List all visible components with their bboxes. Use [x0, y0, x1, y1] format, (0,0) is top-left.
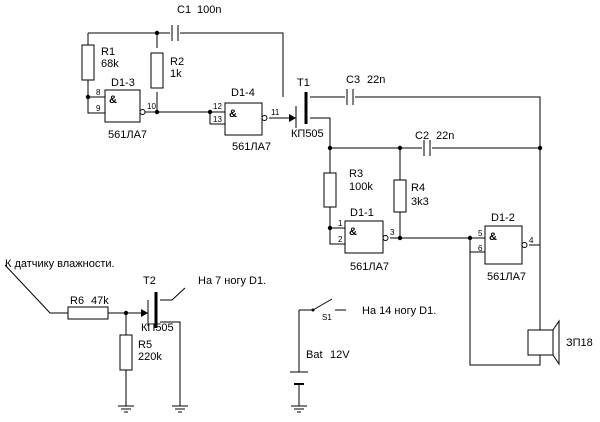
- c1-value: 100n: [197, 4, 221, 16]
- gate-d1-2-part: 561ЛА7: [487, 271, 526, 283]
- gate-d1-4-pin-b: 13: [213, 115, 222, 124]
- gate-d1-1: & 1 2 3 D1-1 561ЛА7: [338, 207, 395, 273]
- sensor-note: К датчику влажности.: [5, 258, 115, 270]
- gate-d1-2: & 5 6 4 D1-2 561ЛА7: [478, 212, 534, 283]
- gate-d1-3-part: 561ЛА7: [108, 129, 147, 141]
- gate-d1-4-pin-out: 11: [271, 108, 280, 117]
- gate-d1-3-pin-a: 8: [96, 88, 101, 97]
- r5-value: 220k: [138, 351, 162, 363]
- switch-s1: S1: [311, 298, 332, 322]
- pin14-note: На 14 ногу D1.: [362, 305, 436, 317]
- gate-d1-1-pin-b: 2: [338, 235, 343, 244]
- gate-d1-3-ref: D1-3: [111, 77, 135, 89]
- r1-ref: R1: [101, 46, 115, 58]
- gate-d1-2-symbol: &: [489, 231, 497, 243]
- capacitor-c1: C1 100n: [171, 4, 221, 41]
- battery-bat: Bat 12V: [290, 349, 350, 385]
- gate-d1-3: & 8 9 10 D1-3 561ЛА7: [96, 77, 156, 141]
- gate-d1-4-pin-a: 12: [213, 102, 222, 111]
- r6-value: 47k: [91, 295, 109, 307]
- r4-ref: R4: [411, 182, 425, 194]
- t2-ref: T2: [143, 275, 156, 287]
- gate-d1-2-pin-a: 5: [478, 229, 483, 238]
- junctions: [85, 30, 543, 316]
- resistor-r3: R3 100k: [323, 168, 373, 208]
- r5-ref: R5: [138, 339, 152, 351]
- gate-d1-4: & 12 13 11 D1-4 561ЛА7: [213, 87, 280, 153]
- gate-d1-4-ref: D1-4: [231, 87, 255, 99]
- gate-d1-4-part: 561ЛА7: [232, 141, 271, 153]
- gate-d1-3-pin-out: 10: [147, 102, 156, 111]
- pin7-note: На 7 ногу D1.: [198, 275, 266, 287]
- r4-value: 3k3: [411, 196, 429, 208]
- c3-ref: C3: [346, 74, 360, 86]
- gate-d1-2-ref: D1-2: [491, 212, 515, 224]
- bat-ref: Bat: [306, 349, 323, 361]
- wires: [4, 32, 541, 406]
- r3-ref: R3: [349, 168, 363, 180]
- capacitor-c3: C3 22n: [346, 74, 385, 105]
- resistor-r4: R4 3k3: [393, 179, 429, 213]
- transistor-t1: T1 КП505: [283, 77, 324, 140]
- transistor-t2: T2 КП505: [141, 275, 174, 334]
- c1-ref: C1: [177, 4, 191, 16]
- gate-d1-1-pin-out: 3: [390, 228, 395, 237]
- zp18-ref: ЗП18: [566, 337, 593, 349]
- ground-symbols: [118, 405, 307, 413]
- gate-d1-1-pin-a: 1: [338, 219, 343, 228]
- gate-d1-2-pin-out: 4: [529, 236, 534, 245]
- bat-value: 12V: [330, 349, 350, 361]
- resistor-r2: R2 1k: [150, 52, 184, 89]
- gate-d1-1-symbol: &: [349, 226, 357, 238]
- t1-ref: T1: [297, 77, 310, 89]
- c3-value: 22n: [367, 74, 385, 86]
- r2-value: 1k: [170, 68, 182, 80]
- gate-d1-1-ref: D1-1: [350, 207, 374, 219]
- gate-d1-4-symbol: &: [229, 108, 237, 120]
- r3-value: 100k: [349, 181, 373, 193]
- gate-d1-2-pin-b: 6: [478, 244, 483, 253]
- r2-ref: R2: [170, 56, 184, 68]
- buzzer-zp18: ЗП18: [527, 319, 593, 366]
- resistor-r6: R6 47k: [67, 295, 109, 320]
- gate-d1-3-pin-b: 9: [96, 104, 101, 113]
- capacitor-c2: C2 22n: [415, 130, 454, 156]
- gate-d1-3-symbol: &: [109, 94, 117, 106]
- r1-value: 68k: [101, 58, 119, 70]
- c2-ref: C2: [415, 130, 429, 142]
- resistor-r1: R1 68k: [81, 44, 119, 81]
- gate-d1-1-part: 561ЛА7: [350, 261, 389, 273]
- resistor-r5: R5 220k: [119, 334, 162, 371]
- r6-ref: R6: [70, 295, 84, 307]
- s1-ref: S1: [322, 313, 332, 322]
- c2-value: 22n: [436, 130, 454, 142]
- t1-part: КП505: [291, 128, 324, 140]
- t2-part: КП505: [141, 322, 174, 334]
